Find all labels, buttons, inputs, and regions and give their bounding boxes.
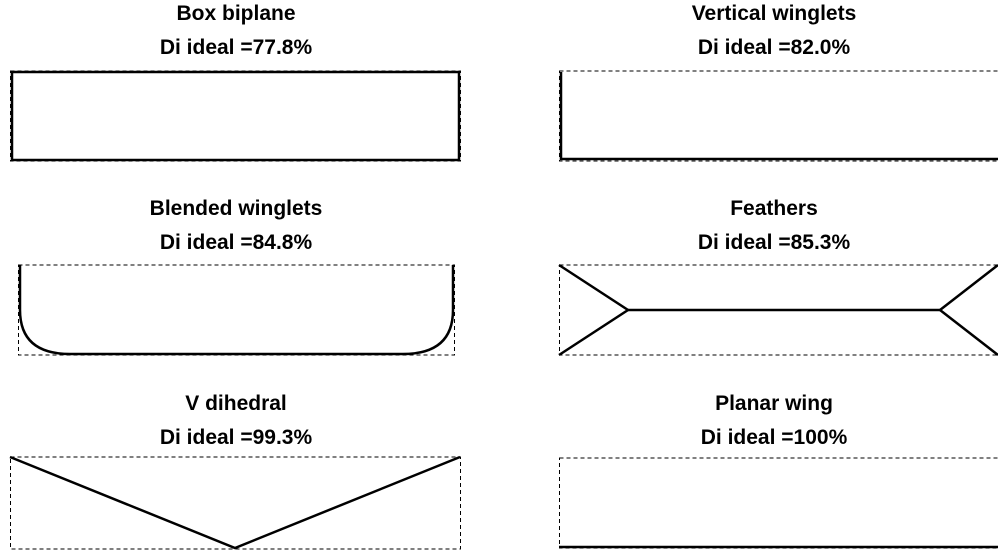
panel-name: Blended winglets	[149, 197, 323, 220]
panel-name: Box biplane	[176, 2, 296, 25]
panel-di-value: Di ideal =100%	[700, 426, 848, 449]
panel-di-value: Di ideal =85.3%	[697, 231, 851, 254]
panel-blended-winglets: Blended winglets Di ideal =84.8%	[10, 195, 462, 365]
planar-wing-shape	[559, 457, 998, 549]
panel-vertical-winglets: Vertical winglets Di ideal =82.0%	[550, 0, 998, 170]
panel-v-dihedral: V dihedral Di ideal =99.3%	[9, 390, 462, 552]
panel-planar-wing: Planar wing Di ideal =100%	[550, 390, 998, 552]
box-biplane-shape	[10, 70, 461, 162]
panel-box-biplane: Box biplane Di ideal =77.8%	[10, 0, 462, 170]
panel-di-value: Di ideal =77.8%	[159, 36, 313, 59]
panel-di-value: Di ideal =84.8%	[159, 231, 313, 254]
panel-name: Feathers	[730, 197, 818, 220]
panel-feathers: Feathers Di ideal =85.3%	[550, 195, 998, 365]
panel-name: Vertical winglets	[691, 2, 857, 25]
panel-di-value: Di ideal =82.0%	[697, 36, 851, 59]
panel-name: V dihedral	[185, 392, 287, 415]
feathers-shape	[558, 263, 998, 357]
blended-winglets-shape	[18, 264, 455, 356]
panel-name: Planar wing	[715, 392, 833, 415]
vertical-winglets-shape	[559, 70, 998, 162]
v-dihedral-shape	[9, 455, 461, 550]
panel-di-value: Di ideal =99.3%	[159, 426, 313, 449]
